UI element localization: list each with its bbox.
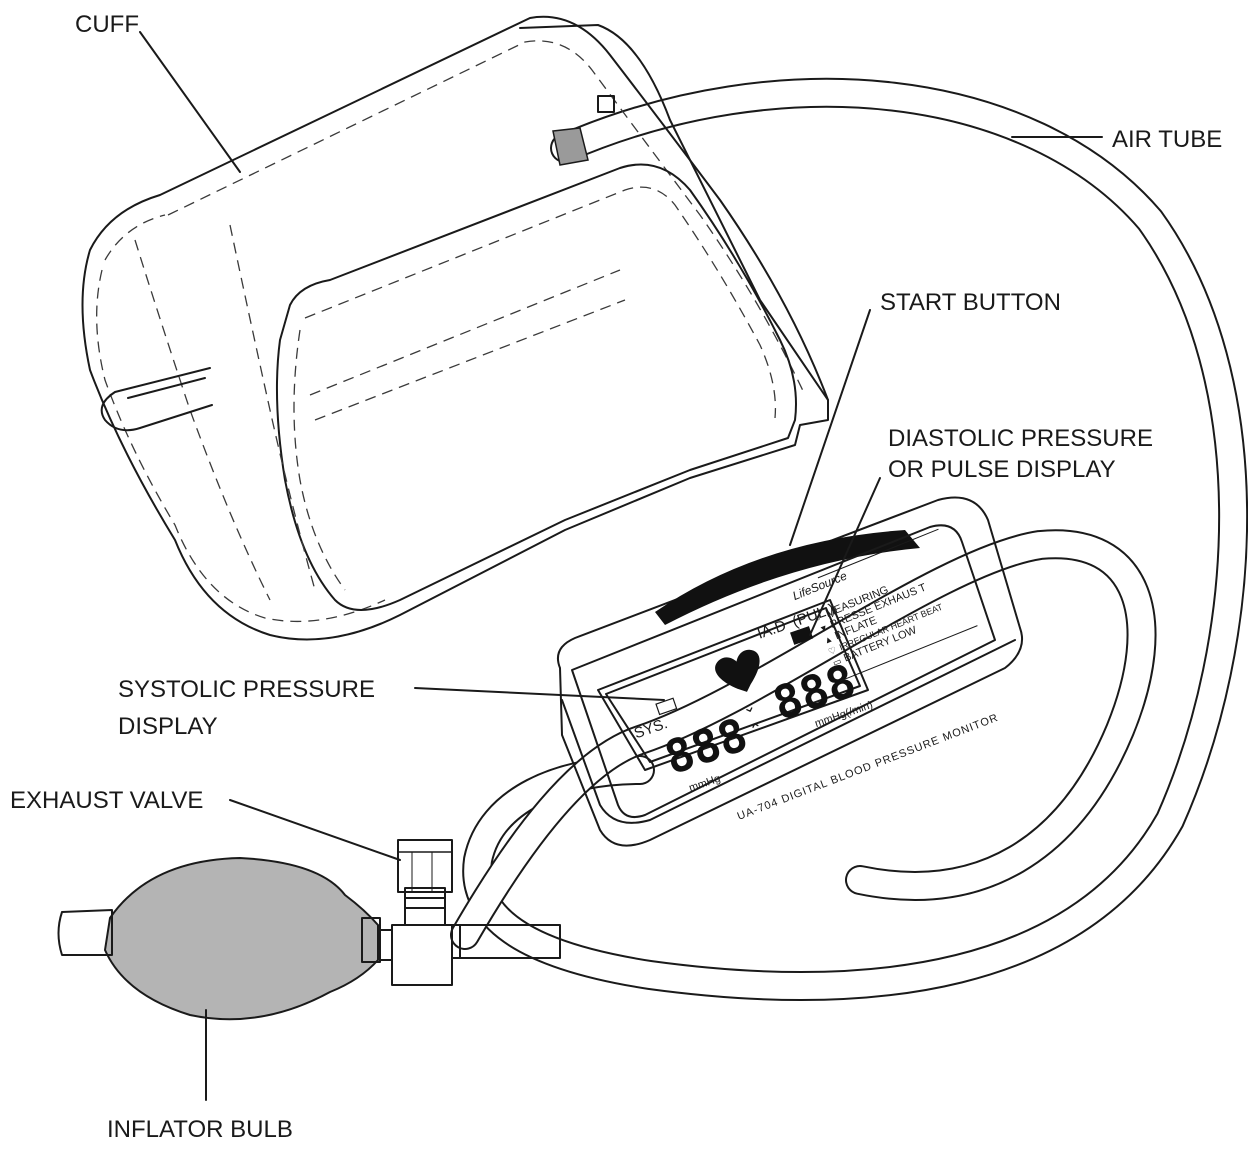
label-cuff: CUFF: [75, 11, 139, 38]
label-start-button: START BUTTON: [880, 289, 1061, 316]
label-air-tube: AIR TUBE: [1112, 126, 1222, 153]
dia-label: IA.D: [755, 617, 788, 643]
label-diastolic-line1: DIASTOLIC PRESSURE: [888, 425, 1153, 452]
label-inflator-bulb: INFLATOR BULB: [107, 1116, 293, 1143]
label-exhaust-valve: EXHAUST VALVE: [10, 787, 203, 814]
inflator-bulb[interactable]: [105, 858, 378, 1019]
exhaust-valve-cap[interactable]: [398, 840, 452, 892]
model-text-group: UA-704 DIGITAL BLOOD PRESSURE MONITOR: [736, 712, 1001, 823]
model-text: UA-704 DIGITAL BLOOD PRESSURE MONITOR: [736, 712, 1001, 823]
inflate-arrow-icon: ⌃: [748, 720, 766, 740]
label-systolic-line2: DISPLAY: [118, 713, 218, 740]
label-systolic-line1: SYSTOLIC PRESSURE: [118, 676, 375, 703]
brand-logo: LifeSource: [790, 568, 849, 603]
label-diastolic-line2: OR PULSE DISPLAY: [888, 456, 1116, 483]
